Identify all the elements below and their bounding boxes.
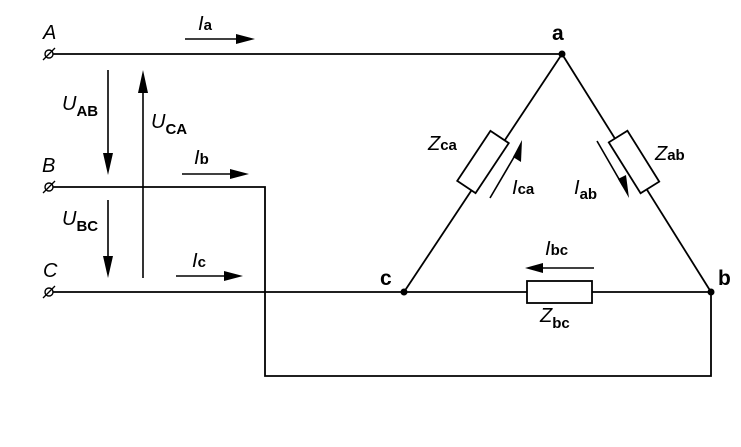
impedance-zab (607, 129, 661, 195)
label-zbc: Zbc (539, 305, 570, 332)
label-iab: Iab (574, 177, 597, 203)
terminal-label-b: B (42, 155, 55, 177)
terminal-b-symbol (42, 180, 56, 194)
label-ib: Ib (194, 147, 209, 169)
label-zca: Zca (427, 133, 458, 155)
arrow-ibc (525, 263, 594, 273)
label-zab: Zab (654, 143, 685, 165)
label-ic: Ic (192, 250, 206, 272)
terminal-c-symbol (42, 285, 56, 299)
node-label-b: b (718, 267, 731, 290)
node-c-dot (400, 288, 408, 296)
arrow-ic (176, 271, 243, 281)
impedance-zca (455, 129, 511, 195)
label-ubc: UBC (62, 208, 98, 235)
arrow-ia (185, 34, 255, 44)
arrow-ica (489, 140, 522, 199)
node-label-a: a (552, 22, 564, 45)
arrow-iab (596, 140, 629, 198)
arrow-ubc (103, 200, 113, 278)
terminal-a-symbol (42, 47, 56, 61)
label-ia: Ia (198, 13, 213, 35)
label-uab: UAB (62, 93, 98, 120)
terminal-label-c: C (43, 260, 58, 282)
wire-line-b (52, 186, 712, 377)
node-a-dot (558, 50, 566, 58)
node-b-dot (707, 288, 715, 296)
node-label-c: c (380, 267, 392, 290)
terminal-label-a: A (42, 22, 56, 44)
label-ica: Ica (512, 177, 535, 199)
impedance-zbc (526, 280, 593, 304)
arrow-uab (103, 70, 113, 175)
arrow-ib (182, 169, 249, 179)
arrow-uca (138, 70, 148, 278)
label-uca: UCA (151, 111, 187, 138)
label-ibc: Ibc (545, 238, 568, 260)
